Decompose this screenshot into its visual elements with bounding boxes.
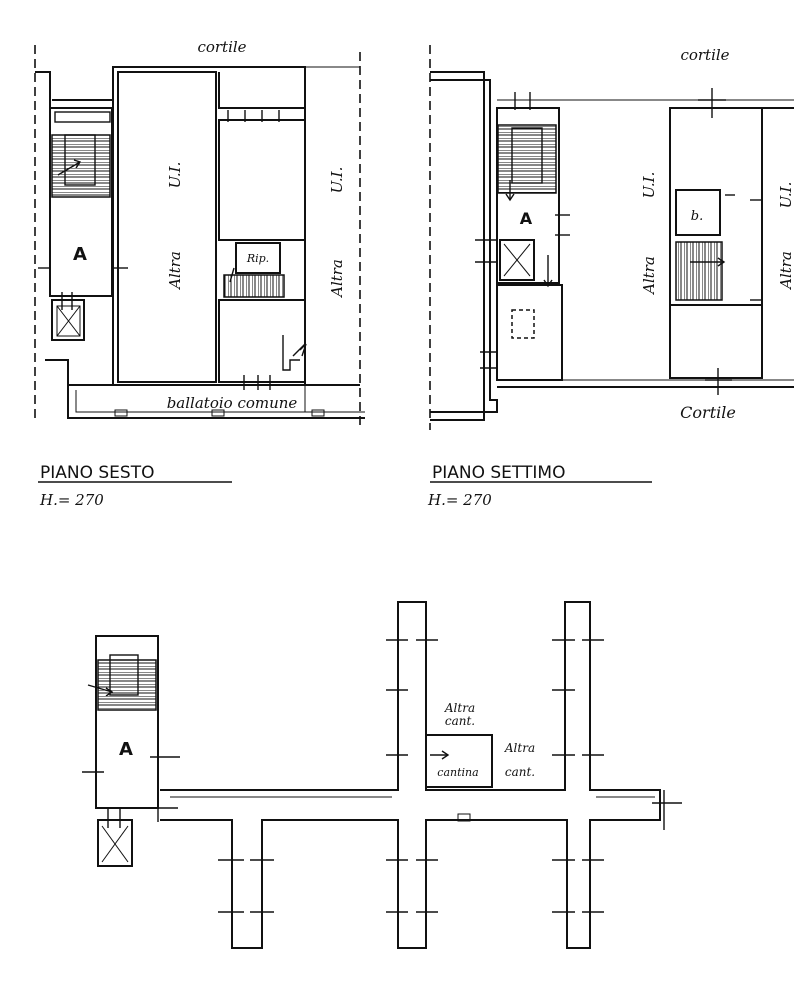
other-cellar-1-line1: Altra xyxy=(444,701,475,715)
sixth-floor-plan: cortile U.I. Altra U.I. Altra Rip. A bal… xyxy=(34,38,365,509)
elevator-shaft-7 xyxy=(499,239,535,281)
sixth-stair-label: A xyxy=(73,244,87,265)
sixth-floor-title: PIANO SESTO xyxy=(40,463,154,483)
seventh-floor-height: H.= 270 xyxy=(427,491,492,509)
sixth-floor-height: H.= 270 xyxy=(39,491,104,509)
seventh-other-right-label: Altra xyxy=(777,251,794,291)
bathroom xyxy=(675,189,721,236)
seventh-courtyard-bottom-label: Cortile xyxy=(680,403,736,422)
storage-room xyxy=(235,242,281,274)
sixth-courtyard-label: cortile xyxy=(197,38,246,56)
unit-room xyxy=(218,119,306,241)
unit-room-lower xyxy=(218,299,306,383)
other-unit-room xyxy=(117,71,217,383)
cellar-label: cantina xyxy=(437,766,478,779)
interior-wall xyxy=(218,72,305,109)
cellar-corridors xyxy=(160,601,661,949)
elevator-shaft xyxy=(51,299,85,341)
common-balcony xyxy=(67,385,365,419)
sixth-other-left-label: Altra xyxy=(166,251,184,291)
seventh-unit-left-label: U.I. xyxy=(640,172,658,199)
sixth-balcony-label: ballatoio comune xyxy=(167,394,298,412)
main-unit-wall xyxy=(112,66,306,386)
seventh-floor-title: PIANO SETTIMO xyxy=(432,463,565,483)
central-unit-wall xyxy=(669,107,763,379)
stair-flights xyxy=(51,134,111,198)
sixth-unit-left-label: U.I. xyxy=(166,162,184,189)
cellar-stair-label: A xyxy=(119,739,133,760)
seventh-courtyard-top-label: cortile xyxy=(680,46,729,64)
sixth-other-right-label: Altra xyxy=(328,259,346,299)
stair-core-a-7 xyxy=(496,107,560,284)
other-cellar-1-line2: cant. xyxy=(445,714,475,728)
unit-stair-7 xyxy=(675,241,723,301)
seventh-unit-right-label: U.I. xyxy=(777,182,794,209)
seventh-stair-label: A xyxy=(520,209,533,228)
stair-arrow xyxy=(57,161,81,176)
seventh-floor-plan: cortile Cortile U.I. Altra U.I. Altra b.… xyxy=(427,45,794,509)
cellar-floor-plan: A Altra cant. Altra cant. cantina xyxy=(82,601,682,949)
stair-core-a xyxy=(49,107,113,297)
unit-stair xyxy=(223,274,285,298)
cellar-room xyxy=(425,734,493,788)
sixth-storage-label: Rip. xyxy=(246,252,269,265)
sixth-unit-right-label: U.I. xyxy=(328,167,346,194)
other-cellar-2-line2: cant. xyxy=(505,765,535,779)
cellar-stair-core-a xyxy=(95,635,159,809)
seventh-other-left-label: Altra xyxy=(640,256,658,296)
seventh-bath-label: b. xyxy=(691,209,703,224)
other-cellar-2-line1: Altra xyxy=(504,741,535,755)
dashed-shaft xyxy=(511,309,535,339)
cellar-elevator-shaft xyxy=(97,819,133,867)
